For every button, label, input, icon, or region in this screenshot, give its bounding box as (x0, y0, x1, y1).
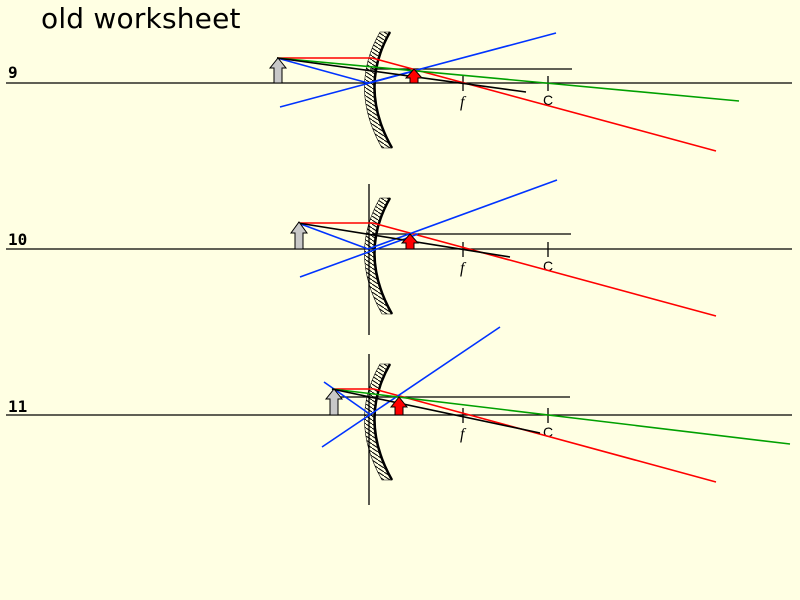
image-arrow (389, 396, 409, 416)
ray-blue-1 (323, 381, 372, 416)
focal-label: f (460, 260, 467, 277)
image-arrow (400, 233, 420, 250)
object-arrow (268, 57, 288, 84)
ray-red (277, 57, 717, 152)
ray-blue-2 (321, 326, 501, 448)
problem-number-9: 9 (8, 63, 18, 82)
ray-black (331, 388, 541, 434)
diagram-11: f C (6, 326, 792, 505)
diagram-9: f C (6, 31, 792, 152)
diagram-10: f C (6, 179, 792, 335)
ray-blue-1 (297, 222, 369, 250)
center-label: C (543, 424, 553, 440)
ray-red (332, 388, 717, 483)
focal-label: f (460, 426, 467, 443)
concave-mirror (373, 197, 394, 315)
ray-blue-3 (299, 233, 419, 278)
ray-black (276, 57, 527, 93)
center-label: C (543, 92, 553, 108)
object-arrow (324, 388, 344, 416)
problem-number-10: 10 (8, 230, 28, 249)
ray-green (331, 388, 791, 445)
concave-mirror-hatching (364, 31, 393, 149)
page-title: old worksheet (41, 2, 241, 35)
focal-label: f (460, 94, 467, 111)
image-arrow (404, 68, 424, 84)
ray-red (298, 222, 717, 317)
ray-blue-1 (276, 57, 369, 84)
ray-blue-2 (367, 179, 558, 250)
problem-number-11: 11 (8, 397, 28, 416)
ray-green (276, 57, 740, 102)
ray-blue-3 (279, 69, 419, 108)
concave-mirror (373, 31, 394, 149)
object-arrow (290, 221, 308, 250)
center-label: C (543, 258, 553, 274)
concave-mirror (373, 363, 394, 481)
